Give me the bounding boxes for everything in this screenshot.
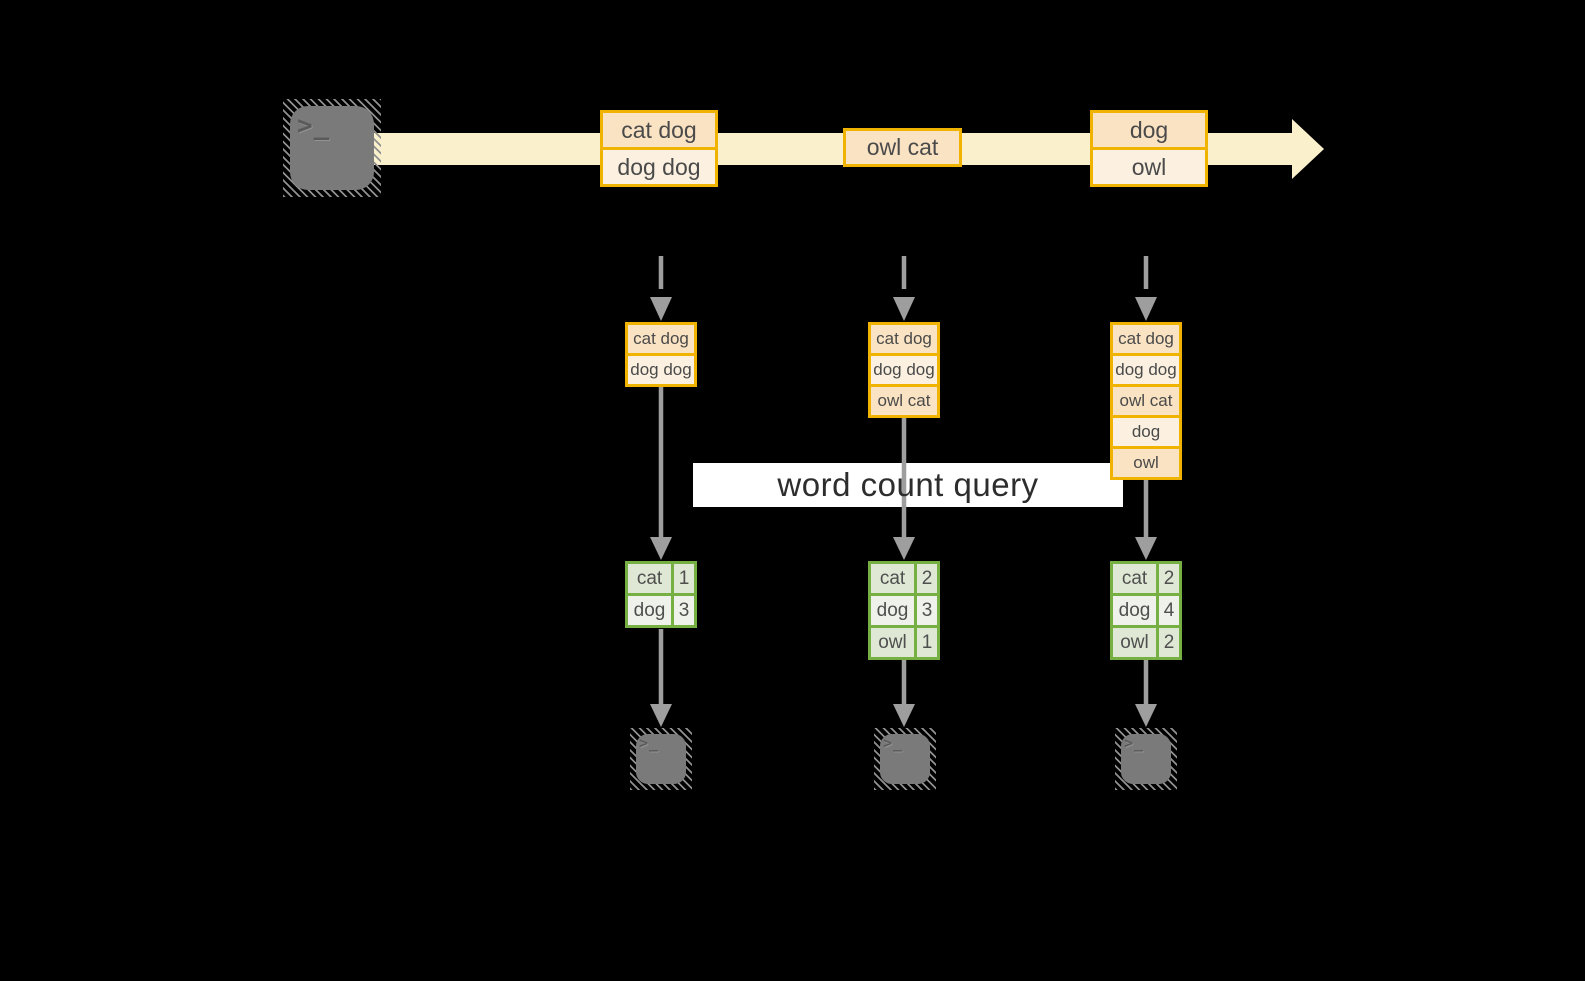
task-buffer-row: dog dog: [1113, 353, 1179, 384]
word-cell: dog: [628, 596, 671, 625]
stream-event: dog: [1093, 113, 1205, 147]
word-cell: dog: [871, 596, 914, 625]
stream-event: dog dog: [603, 147, 715, 184]
task-buffer: cat dog dog dog owl cat dog owl: [1110, 322, 1182, 480]
sink-terminal-icon: >_: [874, 728, 936, 790]
sink-arrow-1: [650, 629, 672, 727]
task-buffer-row: cat dog: [871, 325, 937, 353]
terminal-prompt-glyph: >_: [639, 734, 660, 752]
task-buffer: cat dog dog dog owl cat: [868, 322, 940, 418]
query-label: word count query: [777, 466, 1039, 503]
sink-arrow-3: [1135, 660, 1157, 727]
count-cell: 2: [917, 564, 937, 593]
count-cell: 3: [674, 596, 694, 625]
word-count-table: cat 2 dog 3 owl 1: [868, 561, 940, 660]
task-buffer-row: owl cat: [1113, 384, 1179, 415]
terminal-body: [636, 734, 686, 784]
terminal-prompt-glyph: >_: [297, 111, 331, 141]
sink-arrow-2: [893, 660, 915, 727]
task-buffer-row: dog dog: [871, 353, 937, 384]
query-arrow-1: [650, 387, 672, 560]
task-buffer-row: owl: [1113, 446, 1179, 477]
task-buffer-row: cat dog: [1113, 325, 1179, 353]
task-buffer-row: dog dog: [628, 353, 694, 384]
query-band-background: [693, 463, 1123, 507]
query-arrow-3: [1135, 480, 1157, 560]
count-cell: 2: [1159, 628, 1179, 657]
count-cell: 3: [917, 596, 937, 625]
word-cell: cat: [1113, 564, 1156, 593]
word-cell: dog: [1113, 596, 1156, 625]
sink-terminal-icon: >_: [1115, 728, 1177, 790]
stream-event-group: owl cat: [843, 128, 962, 167]
task-buffer: cat dog dog dog: [625, 322, 697, 387]
ingest-arrow-3: [1135, 256, 1157, 321]
word-count-table: cat 1 dog 3: [625, 561, 697, 628]
task-buffer-row: dog: [1113, 415, 1179, 446]
terminal-prompt-glyph: >_: [1124, 734, 1145, 752]
word-cell: owl: [871, 628, 914, 657]
count-cell: 4: [1159, 596, 1179, 625]
sink-terminal-icon: >_: [630, 728, 692, 790]
word-cell: owl: [1113, 628, 1156, 657]
count-cell: 1: [917, 628, 937, 657]
source-terminal-icon: >_: [283, 99, 381, 197]
task-buffer-row: cat dog: [628, 325, 694, 353]
word-cell: cat: [871, 564, 914, 593]
stream-arrowhead-icon: [1292, 119, 1324, 179]
stream-event-group: dog owl: [1090, 110, 1208, 187]
terminal-body: [1121, 734, 1171, 784]
count-cell: 2: [1159, 564, 1179, 593]
word-count-table: cat 2 dog 4 owl 2: [1110, 561, 1182, 660]
stream-event: owl cat: [846, 131, 959, 164]
stream-event: cat dog: [603, 113, 715, 147]
ingest-arrow-2: [893, 256, 915, 321]
word-cell: cat: [628, 564, 671, 593]
query-arrow-2: [893, 418, 915, 560]
terminal-prompt-glyph: >_: [883, 734, 904, 752]
task-buffer-row: owl cat: [871, 384, 937, 415]
stream-event-group: cat dog dog dog: [600, 110, 718, 187]
stream-event: owl: [1093, 147, 1205, 184]
terminal-body: [290, 106, 374, 190]
terminal-body: [880, 734, 930, 784]
count-cell: 1: [674, 564, 694, 593]
ingest-arrow-1: [650, 256, 672, 321]
